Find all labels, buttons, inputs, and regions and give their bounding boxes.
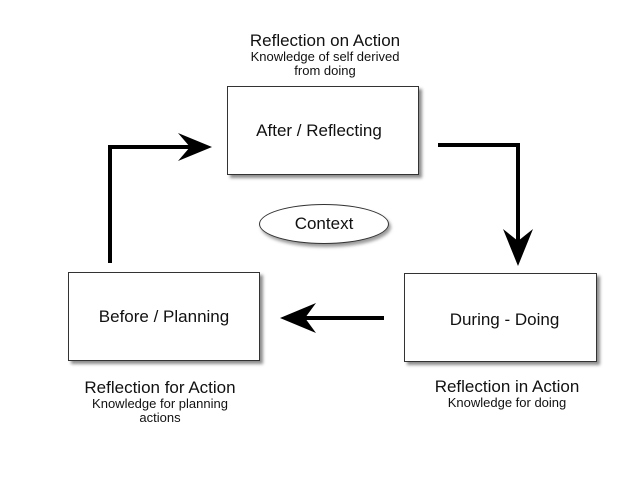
- caption-title: Reflection on Action: [249, 31, 401, 50]
- node-label: Context: [294, 214, 354, 233]
- caption-subtitle-line: actions: [139, 410, 181, 426]
- node-label: Before / Planning: [98, 306, 230, 326]
- caption-subtitle-line: Knowledge of self derived: [250, 49, 400, 64]
- caption-reflection-for-action: Reflection for Action Knowledge for plan…: [60, 379, 260, 426]
- caption-title: Reflection in Action: [434, 377, 580, 396]
- caption-reflection-on-action: Reflection on Action Knowledge of self d…: [215, 32, 435, 79]
- caption-subtitle-line: from doing: [294, 63, 356, 79]
- caption-subtitle: Knowledge of self derived from doing: [215, 49, 435, 79]
- node-after-reflecting: After / Reflecting: [227, 86, 419, 175]
- node-label: During - Doing: [449, 309, 560, 329]
- node-context: Context: [259, 204, 389, 244]
- arrow-before-to-after: [108, 133, 212, 263]
- caption-subtitle-line: Knowledge for doing: [447, 395, 567, 410]
- node-during-doing: During - Doing: [404, 273, 597, 362]
- caption-subtitle-line: Knowledge for planning: [92, 396, 228, 411]
- caption-title: Reflection for Action: [84, 378, 236, 397]
- caption-subtitle: Knowledge for planning actions: [60, 396, 260, 426]
- caption-reflection-in-action: Reflection in Action Knowledge for doing: [407, 378, 607, 410]
- node-before-planning: Before / Planning: [68, 272, 260, 361]
- caption-subtitle: Knowledge for doing: [407, 395, 607, 410]
- node-label: After / Reflecting: [256, 120, 382, 140]
- arrow-during-to-before: [280, 303, 384, 333]
- arrow-after-to-during: [438, 143, 533, 266]
